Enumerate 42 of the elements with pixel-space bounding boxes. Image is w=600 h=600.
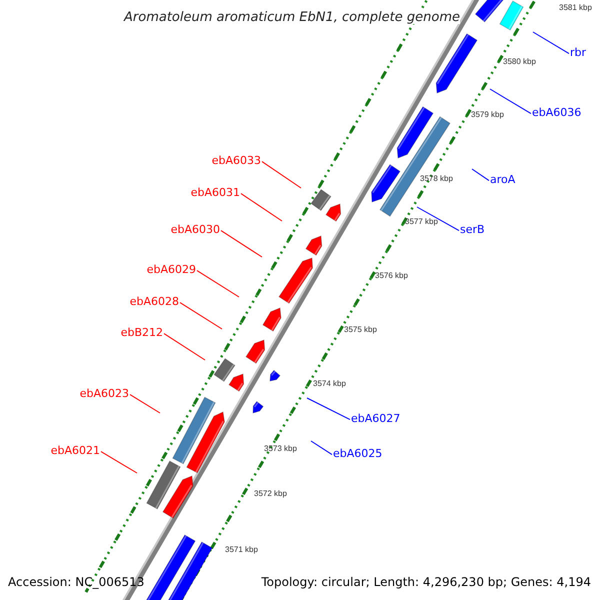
- position-label: 3576 kbp: [375, 272, 408, 280]
- leader-line: [180, 302, 222, 330]
- position-label: 3575 kbp: [344, 326, 377, 334]
- gene-label: ebA6033: [212, 155, 261, 166]
- position-label: 3581 kbp: [559, 4, 592, 12]
- title: Aromatoleum aromaticum EbN1, complete genome: [124, 11, 460, 24]
- leader-line: [416, 206, 460, 232]
- gene-label: aroA: [490, 174, 516, 185]
- gene-label: ebB212: [120, 327, 163, 338]
- leader-line: [164, 333, 206, 360]
- position-label: 3573 kbp: [264, 445, 297, 453]
- position-label: 3580 kbp: [503, 58, 536, 66]
- gene-label: ebA6036: [532, 107, 582, 118]
- gene-label: ebA6031: [190, 187, 240, 198]
- leader-line: [532, 32, 570, 54]
- position-label: 3579 kbp: [471, 111, 504, 119]
- leader-line: [310, 440, 332, 456]
- leader-line: [262, 161, 302, 188]
- position-label: 3571 kbp: [225, 546, 258, 554]
- genome-summary: Topology: circular; Length: 4,296,230 bp; Genes: 4,194: [261, 576, 591, 588]
- position-label: 3578 kbp: [420, 175, 453, 183]
- gene-label: ebA6027: [351, 413, 400, 424]
- gene-label: ebA6030: [170, 224, 220, 235]
- leader-line: [490, 88, 532, 114]
- leader-line: [196, 270, 240, 298]
- position-label: 3577 kbp: [405, 218, 438, 226]
- leader-line: [306, 398, 350, 420]
- position-label: 3572 kbp: [254, 490, 287, 498]
- gene-label: rbr: [570, 47, 586, 58]
- gene-label: ebA6021: [50, 445, 100, 456]
- leader-line: [100, 451, 138, 474]
- leader-line: [240, 193, 282, 222]
- gene-label: ebA6025: [333, 448, 382, 459]
- leader-line: [472, 168, 490, 182]
- leader-line: [130, 394, 160, 414]
- gene-label: ebA6028: [130, 296, 179, 307]
- leader-line: [220, 230, 262, 258]
- gene-label: serB: [460, 224, 485, 235]
- accession-label: Accession: NC_006513: [8, 576, 144, 588]
- position-label: 3574 kbp: [313, 380, 346, 388]
- gene-label: ebA6029: [146, 264, 196, 275]
- gene-label: ebA6023: [80, 388, 129, 399]
